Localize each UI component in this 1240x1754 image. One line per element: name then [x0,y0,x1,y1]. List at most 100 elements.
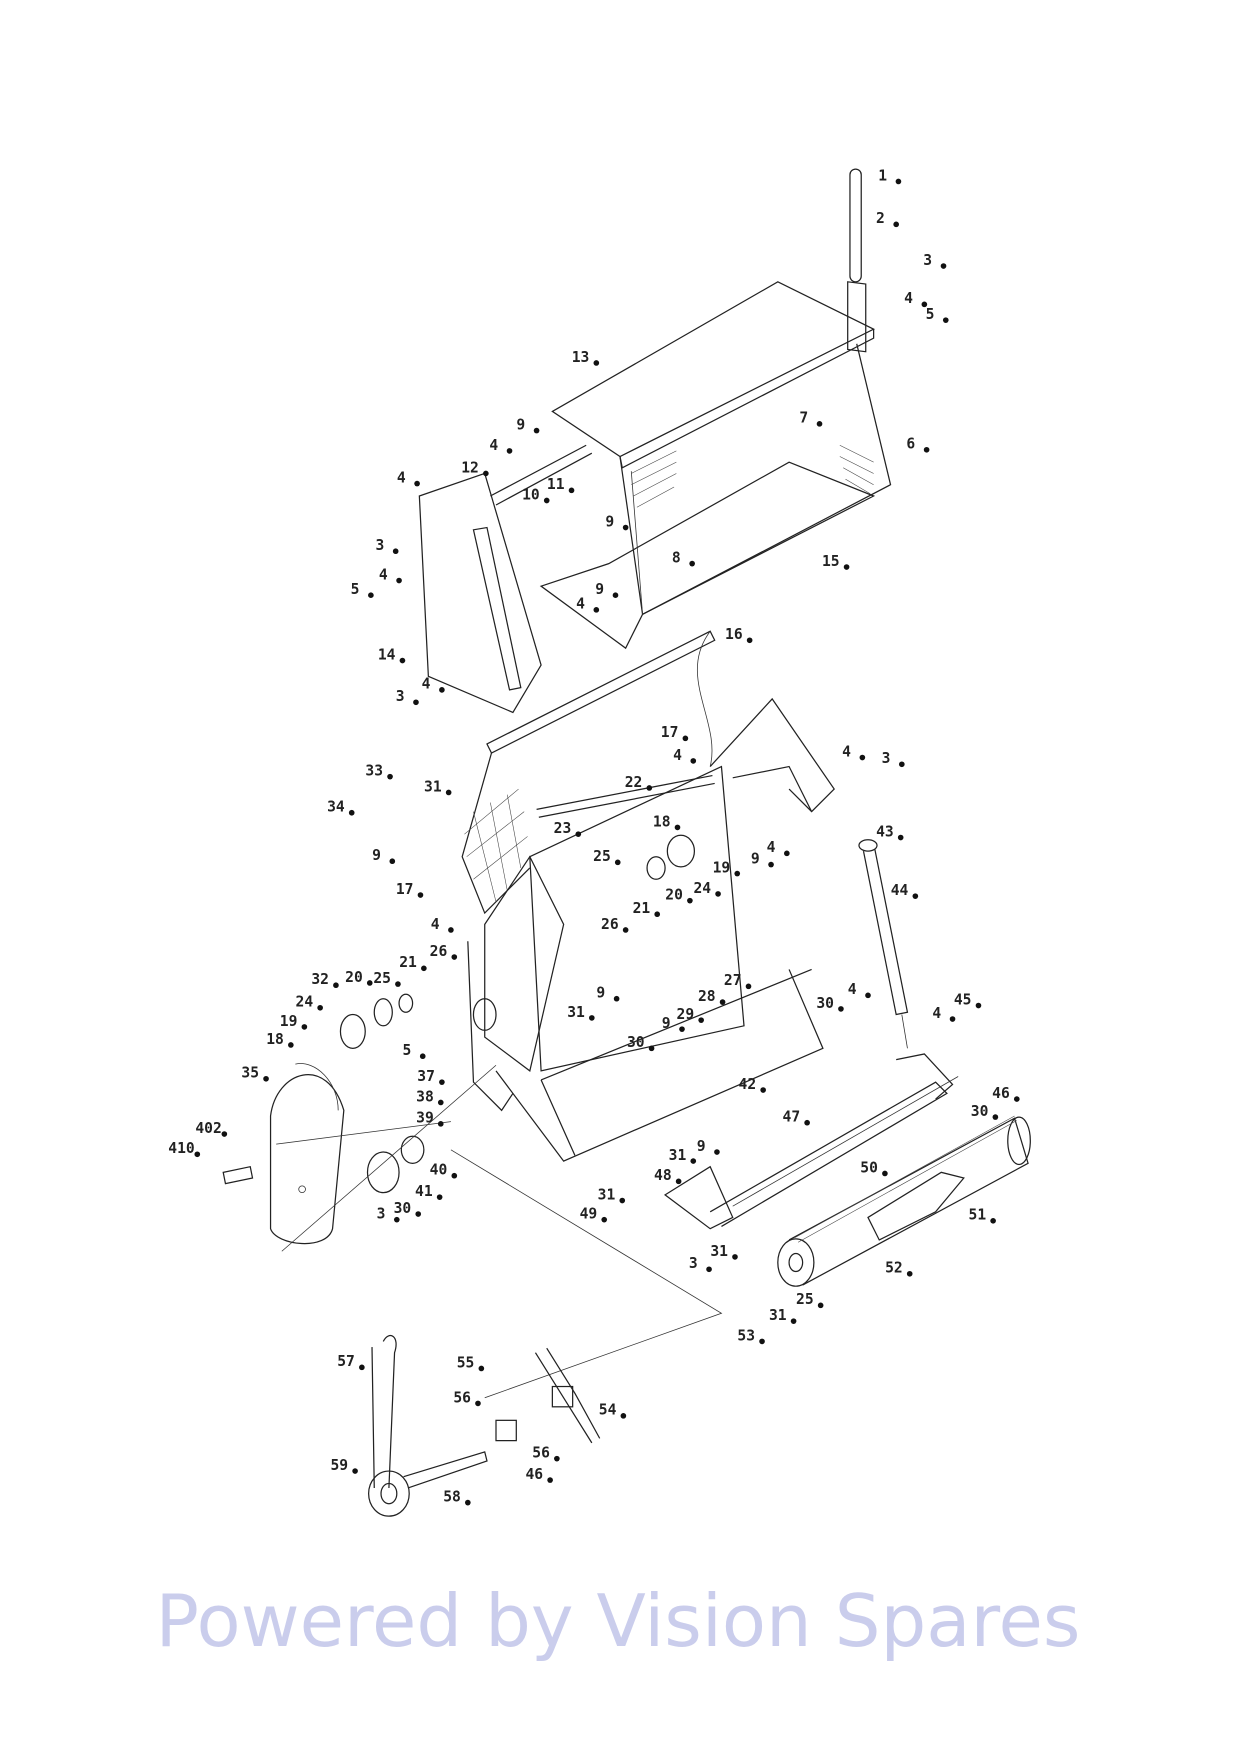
part-number-label: 20 [345,969,363,986]
part-number-label: 48 [654,1167,672,1184]
leader-dot [366,980,373,986]
part-number-label: 30 [816,995,834,1012]
part-number-label: 35 [241,1065,259,1082]
leader-dot [790,1318,797,1324]
part-number-label: 8 [672,549,681,566]
part-number-label: 4 [842,743,851,760]
leader-dot [706,1266,712,1273]
part-number-label: 46 [992,1085,1010,1102]
leader-dot [263,1075,269,1082]
part-number-label: 31 [598,1186,616,1203]
part-number-label: 4 [848,981,857,998]
part-number-label: 33 [365,763,383,780]
leader-dot [804,1119,810,1126]
leader-dot [1013,1096,1020,1102]
part-number-label: 15 [822,553,840,570]
leader-dot [895,178,902,185]
leader-dot [745,983,752,990]
part-number-label: 19 [280,1013,298,1030]
leader-dot [759,1338,765,1345]
part-number-label: 3 [396,688,405,705]
leader-dot [921,301,928,308]
part-number-label: 5 [351,581,360,598]
leader-dot [393,1216,400,1223]
leader-dot [912,893,919,899]
leader-dot [942,317,949,323]
leader-dot [940,263,947,269]
leader-dot [465,1499,471,1506]
part-number-label: 4 [489,437,498,454]
leader-dot [768,861,774,868]
part-number-label: 9 [697,1138,706,1155]
part-number-label: 34 [327,799,345,816]
leader-dot [689,560,695,567]
part-number-label: 25 [593,848,611,865]
part-number-label: 3 [882,750,891,767]
leader-dot [506,448,513,454]
leader-dot [533,427,540,434]
part-number-label: 4 [576,596,585,613]
leader-dot [719,999,726,1005]
part-number-label: 25 [373,970,391,987]
leader-dot [816,421,823,427]
part-number-label: 9 [605,513,614,530]
leader-dot [352,1468,358,1474]
part-number-label: 3 [923,252,932,269]
part-number-label: 5 [403,1042,412,1059]
part-number-label: 54 [599,1402,617,1419]
leader-dot [698,1017,704,1023]
leader-dot [301,1024,308,1030]
part-number-label: 41 [415,1183,433,1200]
part-number-label: 9 [595,581,604,598]
part-number-label: 9 [751,850,760,867]
leader-dot [990,1217,996,1224]
leader-dot [348,809,355,816]
leader-dot [483,470,489,477]
leader-dot [843,564,850,570]
part-number-label: 24 [296,994,314,1011]
part-number-label: 4 [431,916,440,933]
leader-dot [601,1216,608,1223]
leader-dot [897,834,904,841]
part-number-label: 31 [424,778,442,795]
belt-cover [222,1063,345,1245]
part-number-label: 27 [724,972,742,989]
part-number-label: 20 [665,887,683,904]
part-number-label: 10 [522,486,540,503]
part-number-label: 53 [737,1327,755,1344]
part-number-label: 17 [396,881,414,898]
leader-dot [654,911,661,918]
leader-dot [732,1254,738,1260]
adjuster-lever [858,839,909,1049]
leader-dot [359,1364,365,1371]
leader-dot [975,1002,982,1009]
leader-dot [368,592,374,599]
part-number-label: 410 [168,1140,194,1157]
leader-dot [679,1026,685,1032]
leader-dot [421,965,427,972]
leader-dot [543,497,550,504]
part-number-label: 31 [710,1243,728,1260]
part-number-label: 4 [379,566,388,583]
leader-dot [448,927,454,933]
leader-dot [882,1170,888,1177]
leader-dot [648,1045,655,1052]
leader-dot [445,789,452,796]
part-number-label: 19 [713,859,731,876]
leader-dot [992,1114,999,1120]
leader-dot [451,954,458,960]
part-number-label: 45 [954,991,972,1008]
leader-dot [838,1006,844,1012]
part-number-label: 30 [627,1034,645,1051]
leader-dot [475,1400,481,1407]
part-number-label: 6 [906,436,915,453]
part-number-label: 56 [453,1389,471,1406]
part-number-label: 25 [796,1291,814,1308]
part-number-label: 22 [625,774,643,791]
leader-dot [690,1158,697,1164]
leader-dot [414,480,420,487]
leader-dot [613,995,620,1002]
part-number-label: 58 [443,1488,461,1505]
hopper-handle [847,168,867,353]
